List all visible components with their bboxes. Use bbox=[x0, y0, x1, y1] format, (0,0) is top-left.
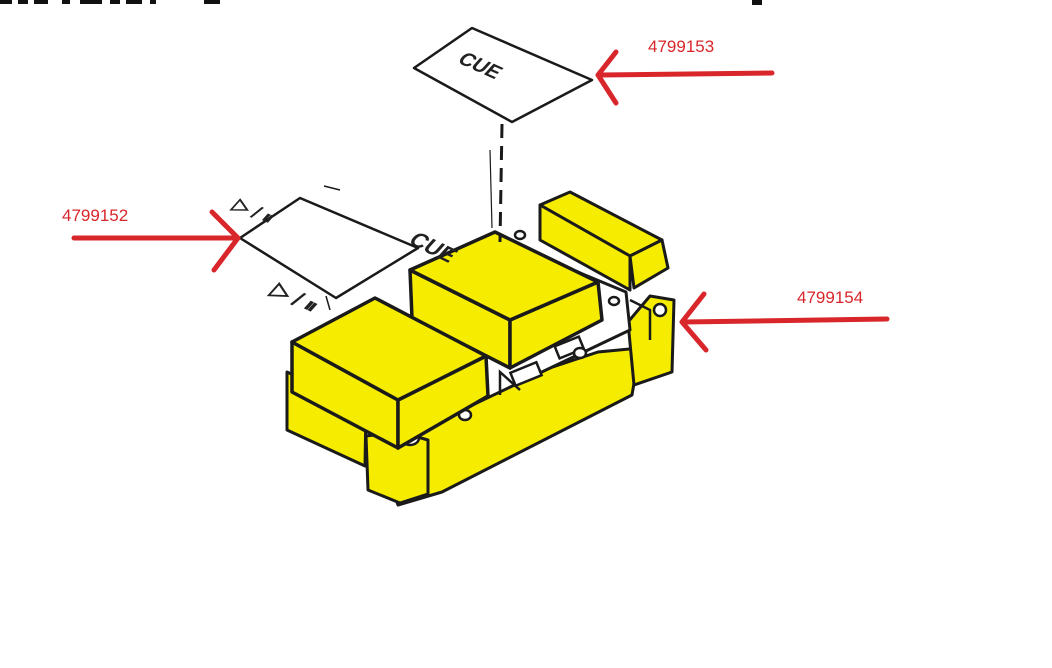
rear-key-front bbox=[538, 203, 632, 292]
arrow-button-block bbox=[679, 291, 890, 353]
cue-cap-guide-line bbox=[498, 123, 504, 243]
play-cap-shape bbox=[238, 196, 420, 300]
rear-key-side bbox=[628, 238, 670, 290]
top-cropped-text-fragment bbox=[0, 0, 762, 5]
play-key-top bbox=[290, 296, 488, 402]
cue-cap-shape bbox=[412, 26, 594, 124]
cue-key-top bbox=[408, 230, 600, 322]
rear-slim-key bbox=[538, 190, 670, 292]
base-front-face bbox=[366, 346, 642, 507]
base-right-end bbox=[626, 294, 676, 387]
arrow-play-cap bbox=[71, 209, 241, 273]
cue-keycap-exploded: CUE bbox=[412, 26, 594, 243]
part-number-cue-cap: 4799153 bbox=[648, 37, 714, 56]
part-number-button-block: 4799154 bbox=[797, 288, 863, 307]
arrow-cue-cap bbox=[595, 49, 775, 106]
part-number-play-cap: 4799152 bbox=[62, 206, 128, 225]
play-keycap-exploded: ▷ / ⏸ bbox=[227, 185, 420, 311]
